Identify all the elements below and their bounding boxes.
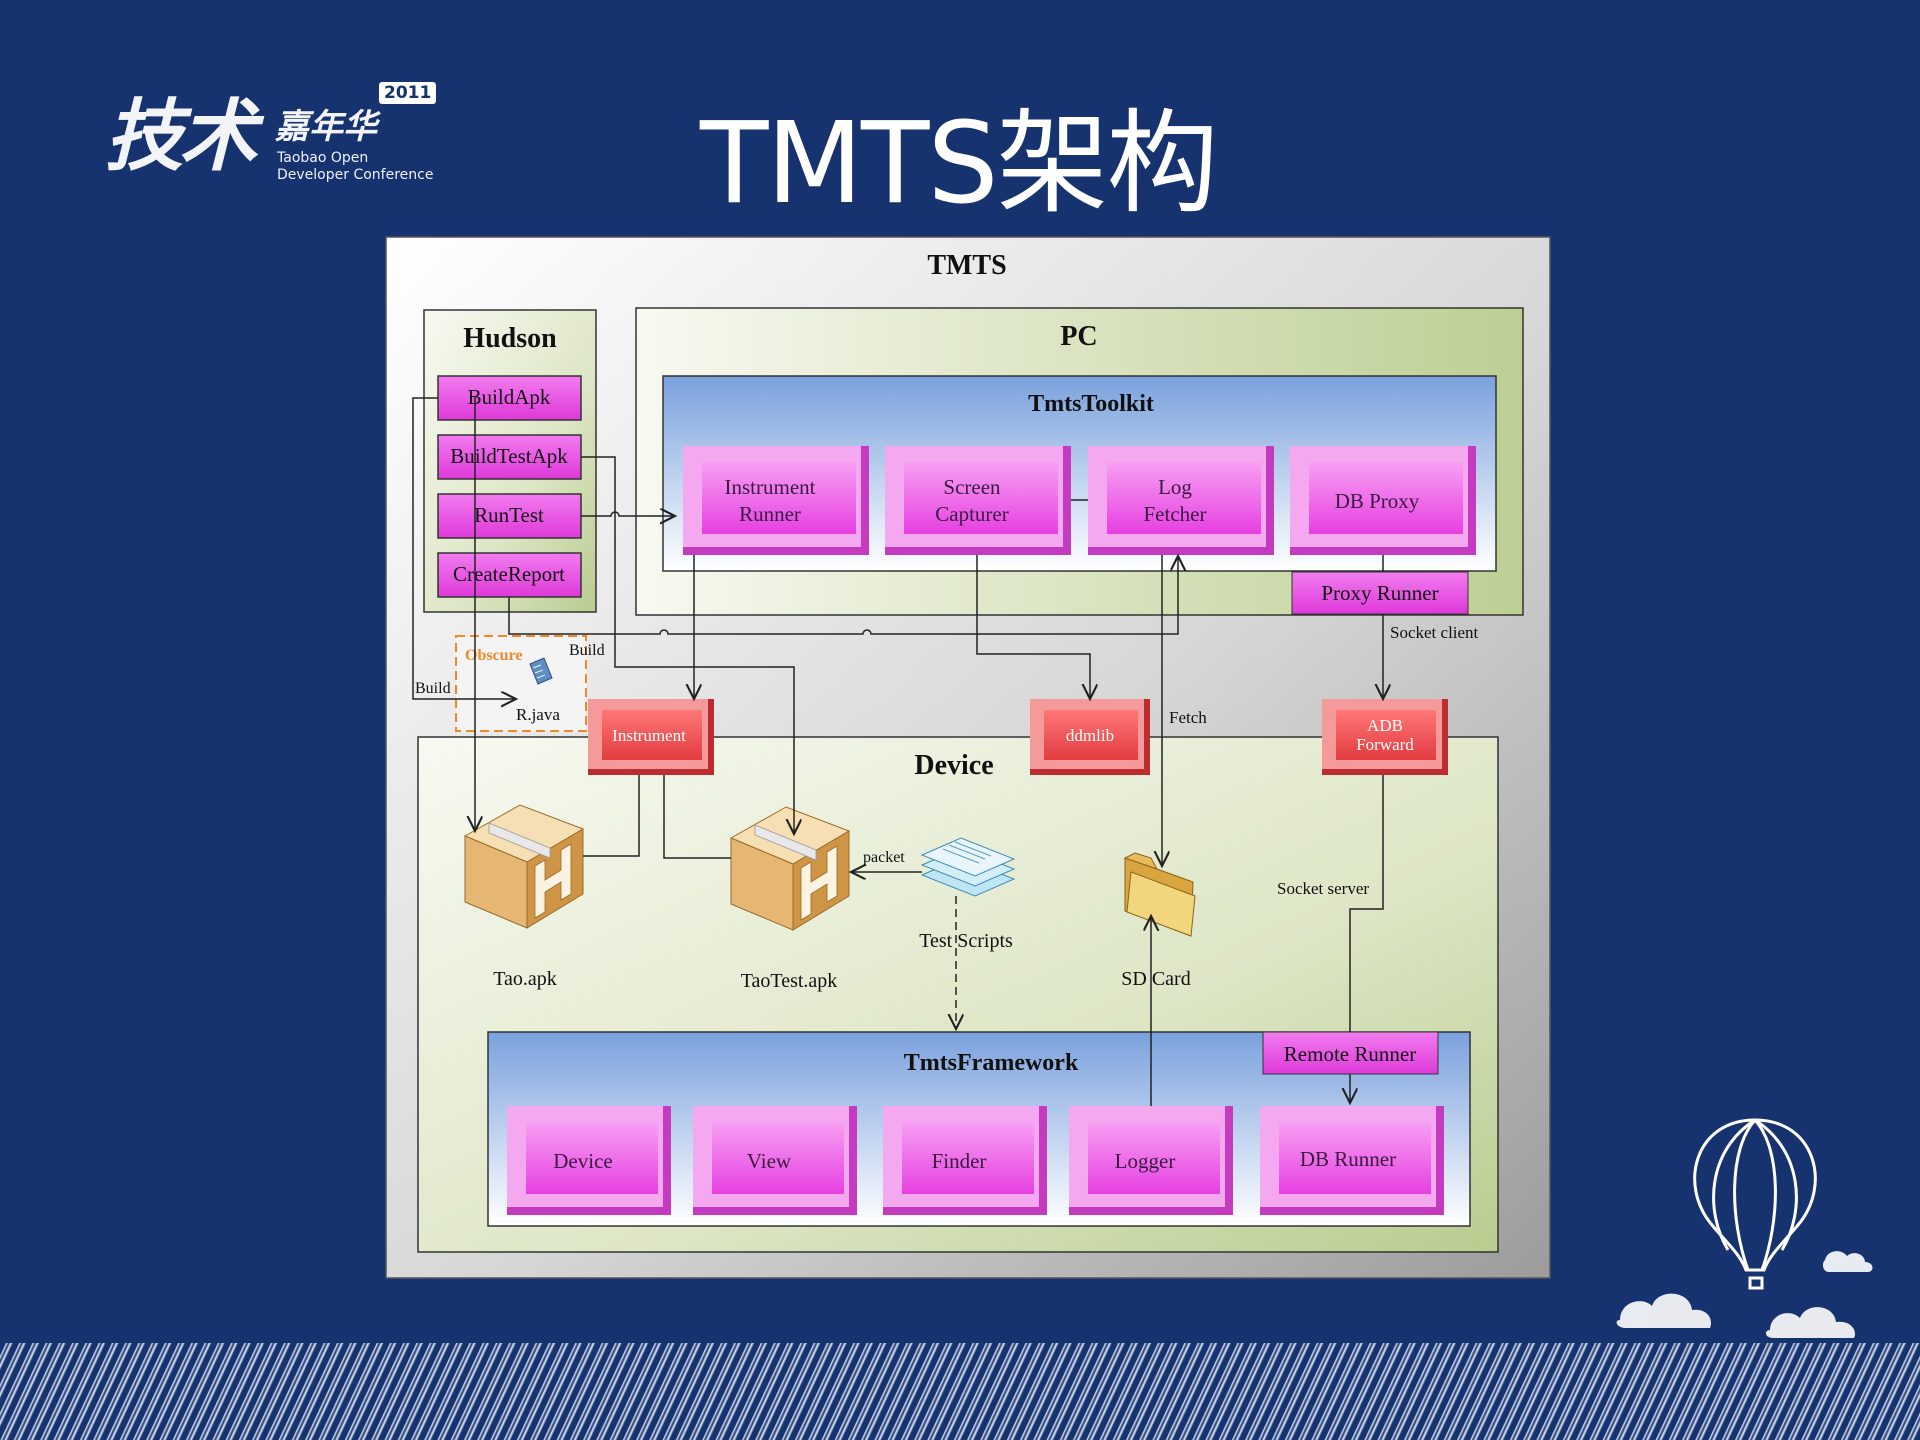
proxy-runner-label: Proxy Runner	[1321, 581, 1438, 605]
edge-runtest-instrument-runner	[581, 512, 675, 516]
instrument-connector-label: Instrument	[612, 726, 686, 745]
hot-air-balloon-illustration	[1600, 1110, 1900, 1355]
taotest-apk-label: TaoTest.apk	[741, 970, 838, 992]
rjava-label: R.java	[516, 705, 560, 724]
module-label-line1: DB Proxy	[1335, 489, 1420, 513]
framework-module-label: Finder	[932, 1149, 987, 1173]
edge-label-packet: packet	[863, 849, 905, 866]
logo-year-badge: 2011	[379, 82, 437, 105]
device-title: Device	[914, 750, 993, 781]
framework-module-finder: Finder	[883, 1106, 1047, 1215]
toolkit-module-instrument-runner: Instrument Runner	[683, 446, 869, 555]
hudson-task-runtest: RunTest	[437, 493, 582, 539]
adb-forward-label-line2: Forward	[1356, 735, 1414, 754]
module-label-line2: Capturer	[935, 502, 1008, 526]
edge-instrument-tao-apk	[583, 775, 640, 857]
tmts-architecture-diagram: TMTS Hudson BuildApk BuildTestApk RunTes…	[385, 236, 1551, 1279]
edge-screen-capturer-ddmlib	[976, 555, 1090, 699]
edge-label-build-top: Build	[569, 642, 605, 659]
toolkit-module-db-proxy: DB Proxy	[1290, 446, 1476, 555]
ddmlib-connector: ddmlib	[1030, 699, 1150, 775]
remote-runner-label: Remote Runner	[1284, 1042, 1416, 1066]
framework-module-view: View	[693, 1106, 857, 1215]
ddmlib-connector-label: ddmlib	[1066, 726, 1114, 745]
logo-subtitle-line1: Taobao Open	[277, 150, 369, 166]
test-scripts-label: Test Scripts	[919, 930, 1013, 952]
edge-build-taotest-apk	[581, 456, 794, 834]
framework-module-label: Device	[553, 1149, 612, 1173]
logo-secondary-text: 嘉年华	[275, 107, 377, 147]
module-label-line2: Runner	[739, 502, 801, 526]
framework-module-label: View	[747, 1149, 792, 1173]
logo-main-text: 技术	[105, 92, 257, 182]
tmts-frame-title: TMTS	[927, 250, 1006, 281]
tao-apk-label: Tao.apk	[493, 968, 557, 990]
toolkit-module-screen-capturer: Screen Capturer	[885, 446, 1071, 555]
framework-module-label: Logger	[1115, 1149, 1176, 1173]
hudson-task-label: RunTest	[474, 503, 544, 527]
hudson-task-label: BuildTestApk	[450, 444, 568, 468]
edge-label-fetch: Fetch	[1169, 708, 1207, 727]
module-label-line1: Instrument	[725, 475, 816, 499]
conference-logo: 技术 嘉年华 2011 Taobao Open Developer Confer…	[105, 78, 437, 198]
document-icon	[529, 657, 553, 685]
framework-module-logger: Logger	[1069, 1106, 1233, 1215]
sd-card-label: SD Card	[1121, 968, 1190, 990]
hudson-task-createreport: CreateReport	[437, 552, 582, 598]
framework-module-label: DB Runner	[1300, 1147, 1396, 1171]
remote-runner: Remote Runner	[1262, 1031, 1439, 1075]
edge-adb-forward-remote-runner	[1349, 775, 1384, 1032]
hudson-task-label: CreateReport	[453, 562, 565, 586]
edge-createreport-log-fetcher	[508, 556, 1178, 635]
obscure-group	[455, 635, 587, 732]
framework-module-device: Device	[507, 1106, 671, 1215]
edge-build-tao-apk	[412, 397, 516, 699]
module-label-line1: Screen	[943, 475, 1001, 499]
hudson-title: Hudson	[463, 323, 557, 354]
sd-card-folder-icon	[1123, 852, 1196, 937]
tao-apk-package-icon	[463, 804, 585, 929]
test-scripts-icon	[920, 837, 1016, 897]
tmtstoolkit-title: TmtsToolkit	[1028, 391, 1154, 417]
edge-label-socket-server: Socket server	[1277, 879, 1369, 898]
proxy-runner: Proxy Runner	[1291, 571, 1469, 615]
hudson-task-buildapk: BuildApk	[437, 375, 582, 421]
module-label-line2: Fetcher	[1144, 502, 1207, 526]
obscure-label: Obscure	[465, 647, 522, 664]
toolkit-module-log-fetcher: Log Fetcher	[1088, 446, 1274, 555]
edge-instrument-taotest-apk	[663, 775, 731, 859]
edge-label-build-left: Build	[415, 680, 451, 697]
edge-label-socket-client: Socket client	[1390, 623, 1479, 642]
adb-forward-connector: ADB Forward	[1322, 699, 1448, 775]
hudson-task-buildtestapk: BuildTestApk	[437, 434, 582, 480]
pc-title: PC	[1060, 321, 1097, 352]
instrument-connector: Instrument	[588, 699, 714, 775]
framework-module-db-runner: DB Runner	[1260, 1106, 1444, 1215]
adb-forward-label-line1: ADB	[1367, 716, 1403, 735]
logo-subtitle-line2: Developer Conference	[277, 167, 434, 183]
module-label-line1: Log	[1158, 475, 1192, 499]
tmtsframework-title: TmtsFramework	[904, 1050, 1079, 1076]
hudson-task-label: BuildApk	[468, 385, 551, 409]
striped-footer	[0, 1343, 1920, 1440]
slide-title: TMTS架构	[700, 99, 1219, 229]
